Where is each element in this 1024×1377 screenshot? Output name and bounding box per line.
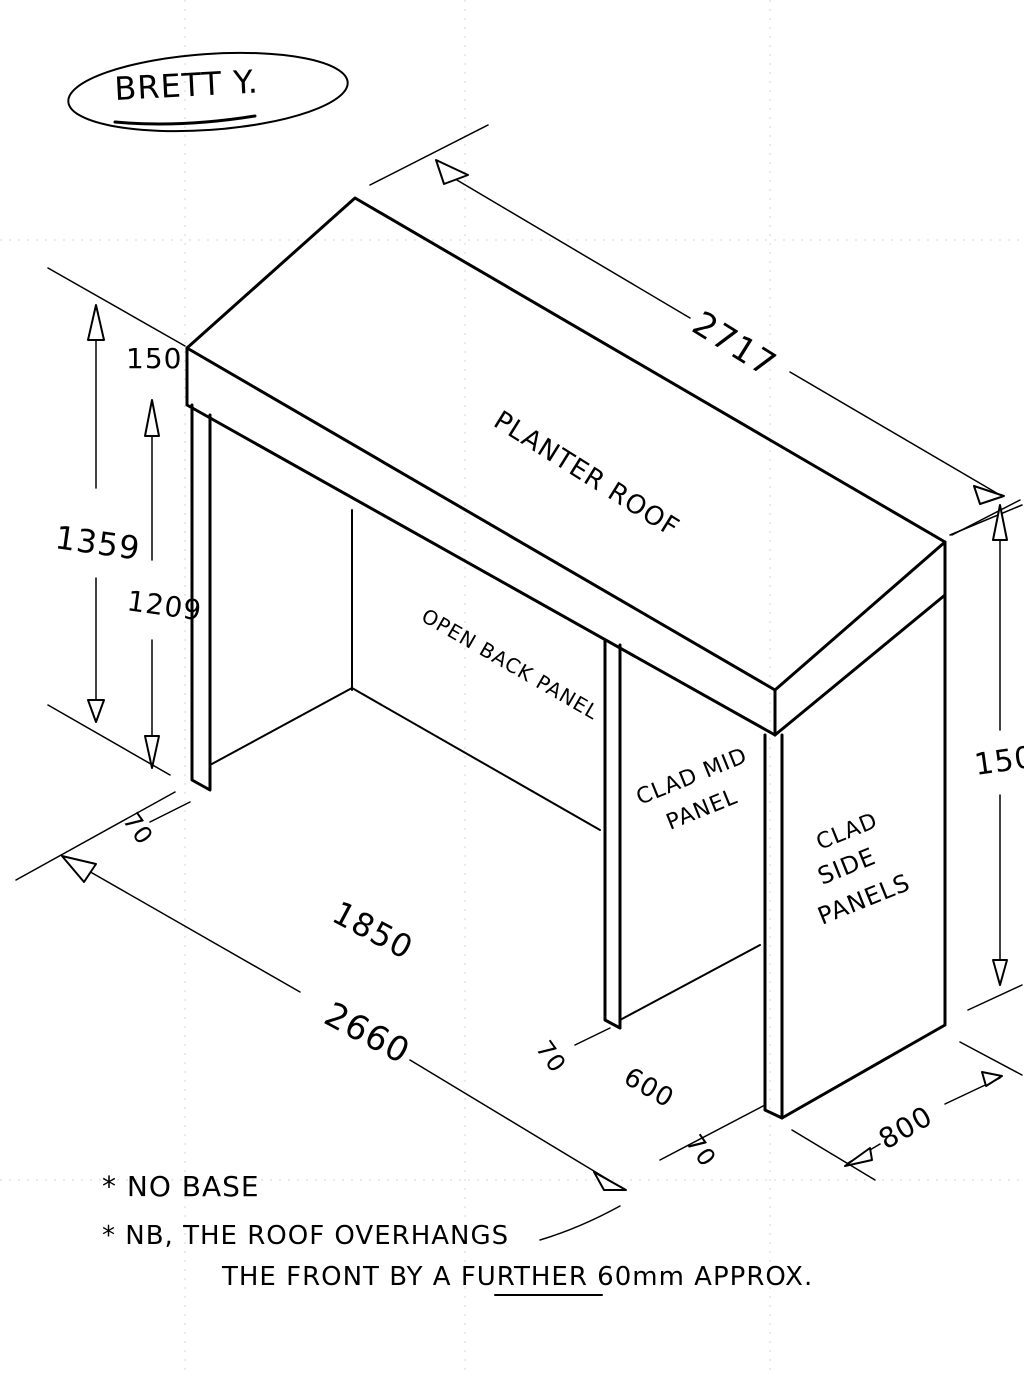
dim-depth: 800 <box>791 1041 1023 1181</box>
clad-mid-panel <box>603 638 761 1030</box>
dim-inner-span-label: 1850 <box>326 894 419 968</box>
dim-right-height: 1500 <box>949 504 1024 1011</box>
note-no-base: * NO BASE <box>102 1170 260 1203</box>
dim-leg-mid-label: 70 <box>530 1035 572 1078</box>
dim-overall-length-label: 2660 <box>318 995 417 1073</box>
dim-total-height-left-label: 1359 <box>53 518 143 568</box>
dim-mid-span-label: 600 <box>619 1062 680 1114</box>
author-name: BRETT Y. <box>113 62 259 108</box>
clad-side-panels <box>763 593 947 1120</box>
notes: * NO BASE * NB, THE ROOF OVERHANGS THE F… <box>102 1170 813 1296</box>
note-overhang-detail: THE FRONT BY A FURTHER 60mm APPROX. <box>221 1262 813 1292</box>
part-labels: PLANTER ROOF OPEN BACK PANEL CLAD MID PA… <box>418 405 915 930</box>
note-roof-overhang: * NB, THE ROOF OVERHANGS <box>102 1221 509 1251</box>
left-front-leg <box>190 403 212 792</box>
roof-label: PLANTER ROOF <box>488 405 684 543</box>
dim-leg-left: 70 <box>117 801 191 850</box>
dim-leg-left-label: 70 <box>117 807 159 850</box>
dim-roof-thickness-label: 150 <box>126 342 182 375</box>
dim-length-top-label: 2717 <box>685 304 783 386</box>
dim-left-heights: 150 1359 1209 <box>47 267 204 776</box>
dim-lengths-front: 1850 2660 <box>15 791 627 1191</box>
dim-mid-segments: 70 600 70 <box>530 1027 766 1172</box>
dim-depth-label: 800 <box>873 1099 938 1156</box>
author-tag: BRETT Y. <box>67 51 349 133</box>
open-back-panel <box>209 509 601 831</box>
dim-height-right-label: 1500 <box>972 737 1024 783</box>
dim-length-top: 2717 <box>369 124 1021 536</box>
dim-leg-right-label: 70 <box>680 1129 722 1172</box>
